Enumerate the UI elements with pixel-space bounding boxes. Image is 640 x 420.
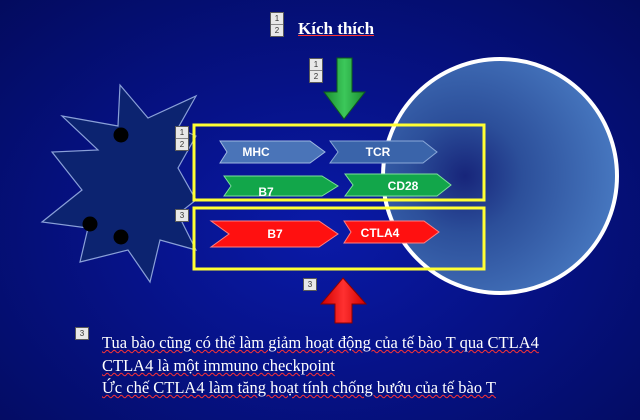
cell-dot <box>113 127 129 143</box>
inhibition-arrow <box>319 277 368 324</box>
ctla4-label: CTLA4 <box>361 226 400 240</box>
cell-dot <box>82 216 98 232</box>
tcr-label: TCR <box>366 145 391 159</box>
tumor-cell <box>40 83 198 284</box>
animation-order-badge: 3 <box>303 278 317 291</box>
animation-order-badge: 3 <box>175 209 189 222</box>
b7-inhibit-chip <box>209 220 339 248</box>
costimulation-box <box>192 123 486 202</box>
animation-order-badge: 1 2 <box>309 58 323 83</box>
tcr-chip <box>329 140 438 164</box>
animation-order-badge: 1 2 <box>270 12 284 37</box>
cd28-chip <box>344 173 452 197</box>
animation-order-badge: 1 2 <box>175 126 189 151</box>
cd28-label: CD28 <box>388 179 419 193</box>
mhc-label: MHC <box>242 145 270 159</box>
b7-costim-label: B7 <box>258 185 274 199</box>
stimulation-arrow <box>323 57 367 120</box>
animation-order-badge: 3 <box>75 327 89 340</box>
body-text-line: Tua bào cũng có thể làm giảm hoạt động c… <box>102 333 539 352</box>
slide-title: Kích thích <box>298 19 375 38</box>
ctla4-chip <box>343 220 440 244</box>
inhibition-box <box>192 206 486 271</box>
body-text-line: CTLA4 là một immuno checkpoint <box>102 356 335 375</box>
cell-dot <box>113 229 129 245</box>
b7-costim-chip <box>223 175 339 197</box>
b7-inhibit-label: B7 <box>267 227 283 241</box>
mhc-chip <box>219 140 326 164</box>
body-text-line: Ức chế CTLA4 làm tăng hoạt tính chống bư… <box>102 378 496 397</box>
